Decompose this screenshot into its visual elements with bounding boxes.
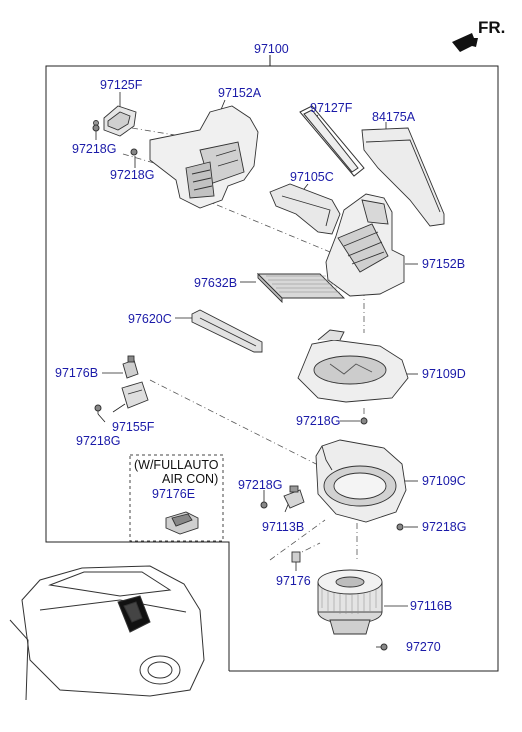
part-label-97218G-e: 97218G xyxy=(238,478,283,492)
part-label-97109C: 97109C xyxy=(422,474,466,488)
part-label-97620C: 97620C xyxy=(128,312,172,326)
part-label-97218G-f: 97218G xyxy=(422,520,467,534)
part-label-97176: 97176 xyxy=(276,574,311,588)
connector-97176 xyxy=(291,551,301,563)
part-label-97113B: 97113B xyxy=(262,520,305,534)
part-label-97127F: 97127F xyxy=(310,101,353,115)
part-label-97218G-d: 97218G xyxy=(76,434,121,448)
assembly-number-label: 97100 xyxy=(254,42,289,56)
part-label-97176E: 97176E xyxy=(152,487,196,501)
sensor-97176E xyxy=(165,511,199,535)
screw-97218G-f xyxy=(396,523,404,531)
option-note-line1: (W/FULLAUTO xyxy=(134,458,219,472)
part-label-97176B: 97176B xyxy=(55,366,99,380)
resistor-97113B xyxy=(283,485,305,509)
part-label-97632B: 97632B xyxy=(194,276,238,290)
case-97152B xyxy=(325,193,405,297)
housing-97109D xyxy=(297,329,409,403)
part-label-97270: 97270 xyxy=(406,640,441,654)
screw-97218G-e xyxy=(260,501,268,509)
module-97155F xyxy=(121,381,149,409)
duct-97152A xyxy=(149,105,259,209)
filter-cover-97620C xyxy=(191,309,263,353)
screw-97270 xyxy=(380,643,388,651)
part-label-97218G-b: 97218G xyxy=(110,168,155,182)
screw-97218G-b xyxy=(130,148,138,156)
part-label-84175A: 84175A xyxy=(372,110,416,124)
filter-97632B xyxy=(256,272,346,304)
screw-97218G-d xyxy=(94,404,102,412)
pad-84175A xyxy=(361,127,445,227)
vehicle-locator-illustration xyxy=(9,565,205,701)
part-label-97218G-a: 97218G xyxy=(72,142,117,156)
part-label-97116B: 97116B xyxy=(410,599,453,613)
seal-97127F xyxy=(299,105,365,177)
assembly-frame xyxy=(45,55,499,672)
part-label-97105C: 97105C xyxy=(290,170,334,184)
blower-motor-97116B xyxy=(317,569,383,635)
part-label-97109D: 97109D xyxy=(422,367,466,381)
screw-97218G-c xyxy=(360,417,368,425)
housing-97109C xyxy=(315,439,407,523)
part-label-97218G-c: 97218G xyxy=(296,414,341,428)
part-label-97155F: 97155F xyxy=(112,420,155,434)
option-box xyxy=(129,454,224,542)
part-label-97152B: 97152B xyxy=(422,257,466,271)
direction-label: FR. xyxy=(478,18,506,37)
actuator-97125F xyxy=(93,105,137,137)
front-direction-arrow-icon xyxy=(452,33,478,52)
sensor-97176B xyxy=(122,355,139,379)
part-label-97152A: 97152A xyxy=(218,86,262,100)
screw-97218G-a xyxy=(92,124,100,132)
cover-97105C xyxy=(269,183,341,235)
part-label-97125F: 97125F xyxy=(100,78,143,92)
option-note-line2: AIR CON) xyxy=(162,472,219,486)
